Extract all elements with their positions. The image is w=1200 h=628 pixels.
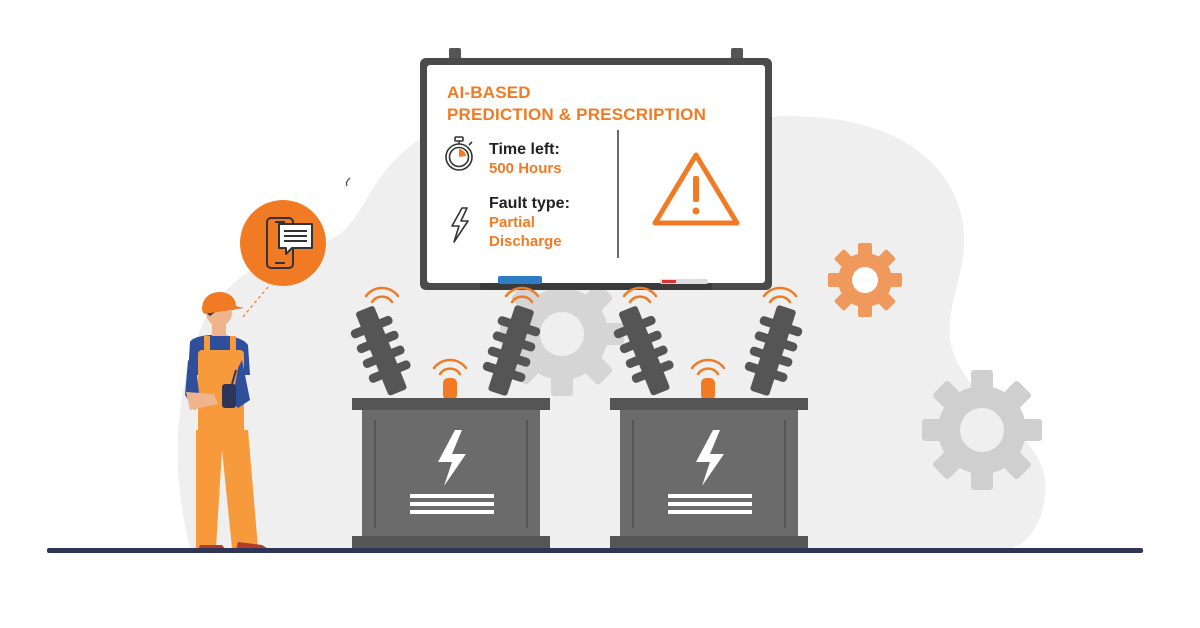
gear-icon <box>828 243 902 317</box>
board-title: AI-BASED PREDICTION & PRESCRIPTION <box>447 82 706 126</box>
gear-icon <box>922 370 1042 490</box>
fault-type-metric: Fault type: Partial Discharge <box>489 194 570 251</box>
time-left-value: 500 Hours <box>489 160 562 177</box>
stopwatch-icon <box>445 136 473 171</box>
phone-chat-icon <box>240 200 326 319</box>
transformer <box>350 286 550 548</box>
fault-type-label: Fault type: <box>489 195 570 212</box>
warning-triangle-icon <box>652 152 740 226</box>
transformer <box>610 286 808 548</box>
fault-type-value-line1: Partial <box>489 214 535 231</box>
time-left-metric: Time left: 500 Hours <box>489 140 562 178</box>
whiteboard <box>420 48 772 290</box>
time-left-label: Time left: <box>489 141 560 158</box>
board-title-line1: AI-BASED <box>447 83 531 102</box>
board-title-line2: PREDICTION & PRESCRIPTION <box>447 105 707 124</box>
ground-line <box>47 548 1143 553</box>
lightning-icon <box>451 207 469 243</box>
fault-type-value-line2: Discharge <box>489 233 562 250</box>
decorative-arc <box>345 177 351 187</box>
